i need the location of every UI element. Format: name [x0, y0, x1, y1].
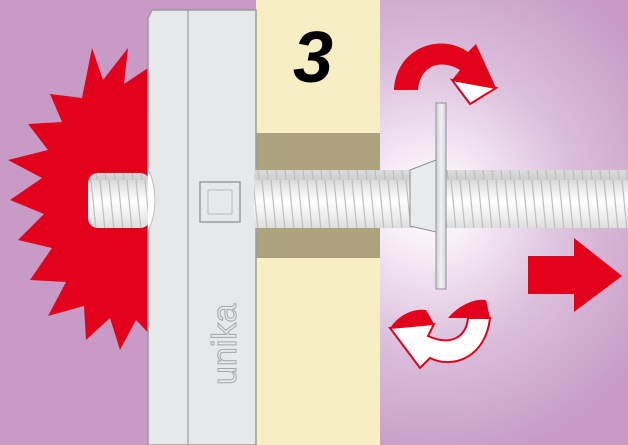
- rotate-counterclockwise-icon: [388, 299, 492, 370]
- rotate-clockwise-icon: [394, 43, 499, 106]
- pull-arrow-icon: [528, 238, 622, 312]
- step-number: 3: [293, 18, 333, 98]
- starburst-icon: [8, 48, 160, 350]
- brand-text: unika: [206, 304, 244, 385]
- square-hole-icon: [199, 181, 241, 223]
- anchor-plate: unika: [147, 9, 257, 445]
- washer-nut: [409, 102, 447, 290]
